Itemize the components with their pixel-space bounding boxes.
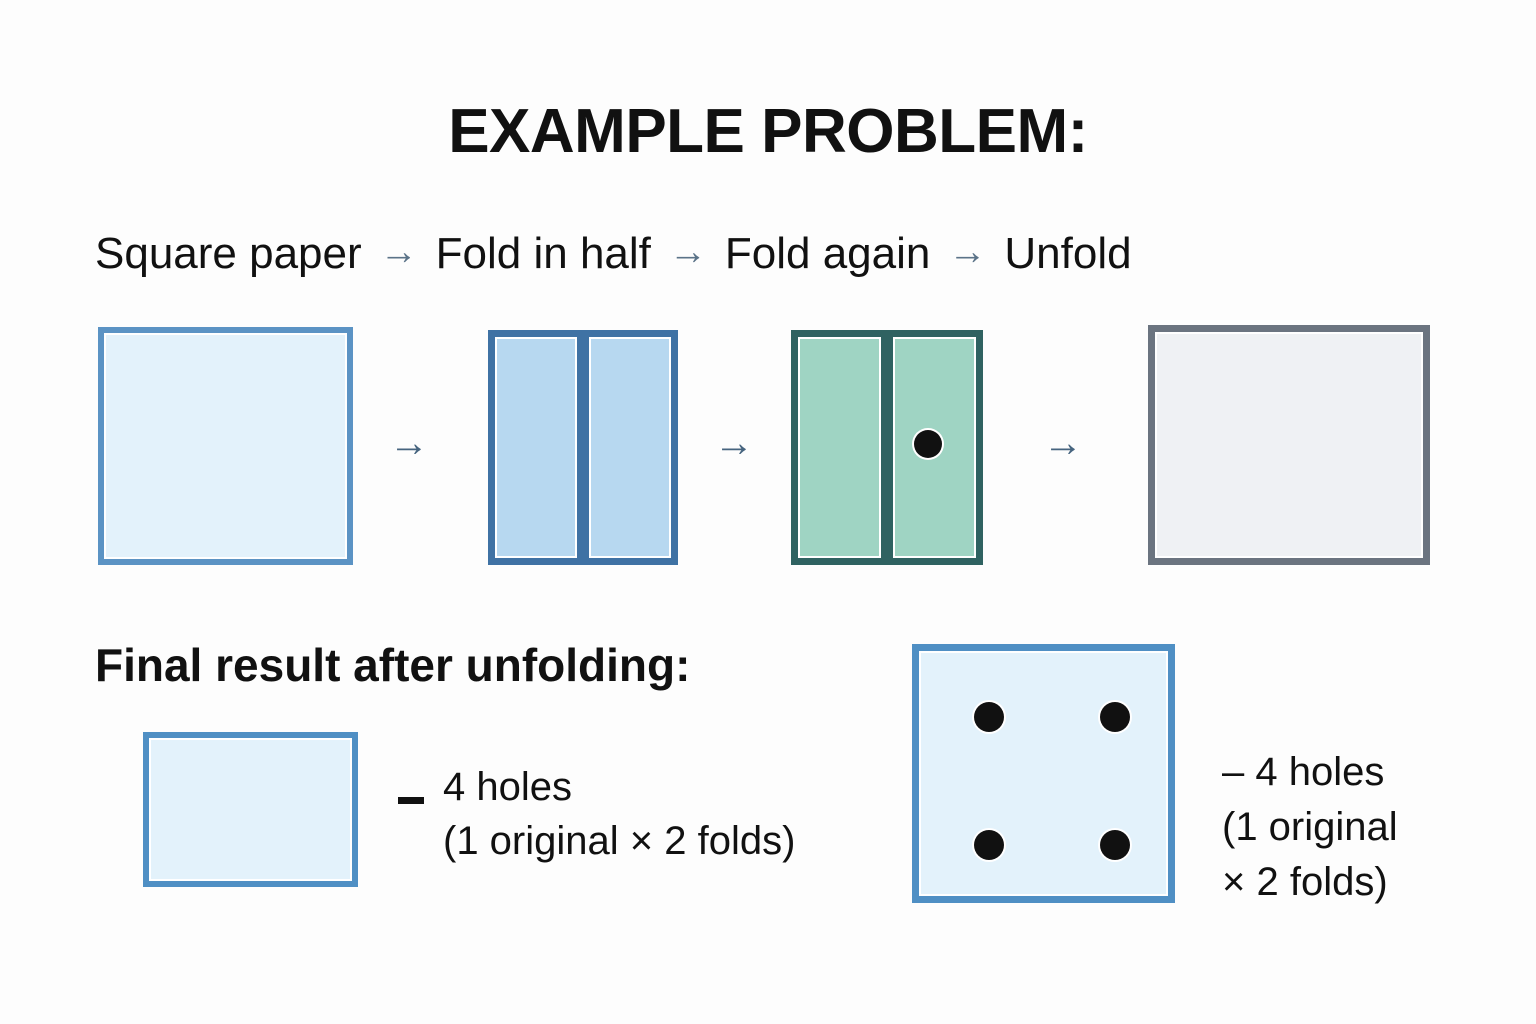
final-big-note: – 4 holes (1 original × 2 folds) [1222,745,1398,911]
fold-line [577,337,589,558]
step-label-fold-again: Fold again [724,229,931,278]
diagram-arrow-icon-3: → [1043,421,1083,465]
shape-folded-once [488,330,678,565]
final-small-note-line1: 4 holes [443,765,572,809]
final-big-note-line2: (1 original [1222,805,1398,850]
page-title: EXAMPLE PROBLEM: [448,97,1088,166]
dash-marker-icon [398,797,424,804]
final-result-heading: Final result after unfolding: [95,639,691,691]
final-small-note: 4 holes (1 original × 2 folds) [443,760,795,869]
shape-final-big [912,644,1175,903]
diagram-arrow-icon-1: → [389,421,429,465]
punched-hole [914,430,942,458]
step-label-unfold: Unfold [1004,229,1132,278]
shape-final-small [143,732,358,887]
step-arrow-icon-2: → [668,231,707,273]
steps-label-row: Square paper → Fold in half → Fold again… [95,232,1132,276]
punched-hole [1100,702,1130,732]
step-label-square-paper: Square paper [95,229,362,278]
step-arrow-icon-1: → [379,231,418,273]
final-big-note-line1: – 4 holes [1222,750,1385,794]
punched-hole [1100,830,1130,860]
shape-unfolded-blank [1148,325,1430,565]
shape-folded-twice [791,330,983,565]
shape-square-paper [98,327,353,565]
final-big-note-line3: × 2 folds) [1222,860,1388,905]
punched-hole [974,830,1004,860]
step-label-fold-in-half: Fold in half [435,229,651,278]
fold-line [881,337,893,558]
diagram-arrow-icon-2: → [714,421,754,465]
final-small-note-line2: (1 original × 2 folds) [443,819,796,864]
step-arrow-icon-3: → [948,231,987,273]
punched-hole [974,702,1004,732]
